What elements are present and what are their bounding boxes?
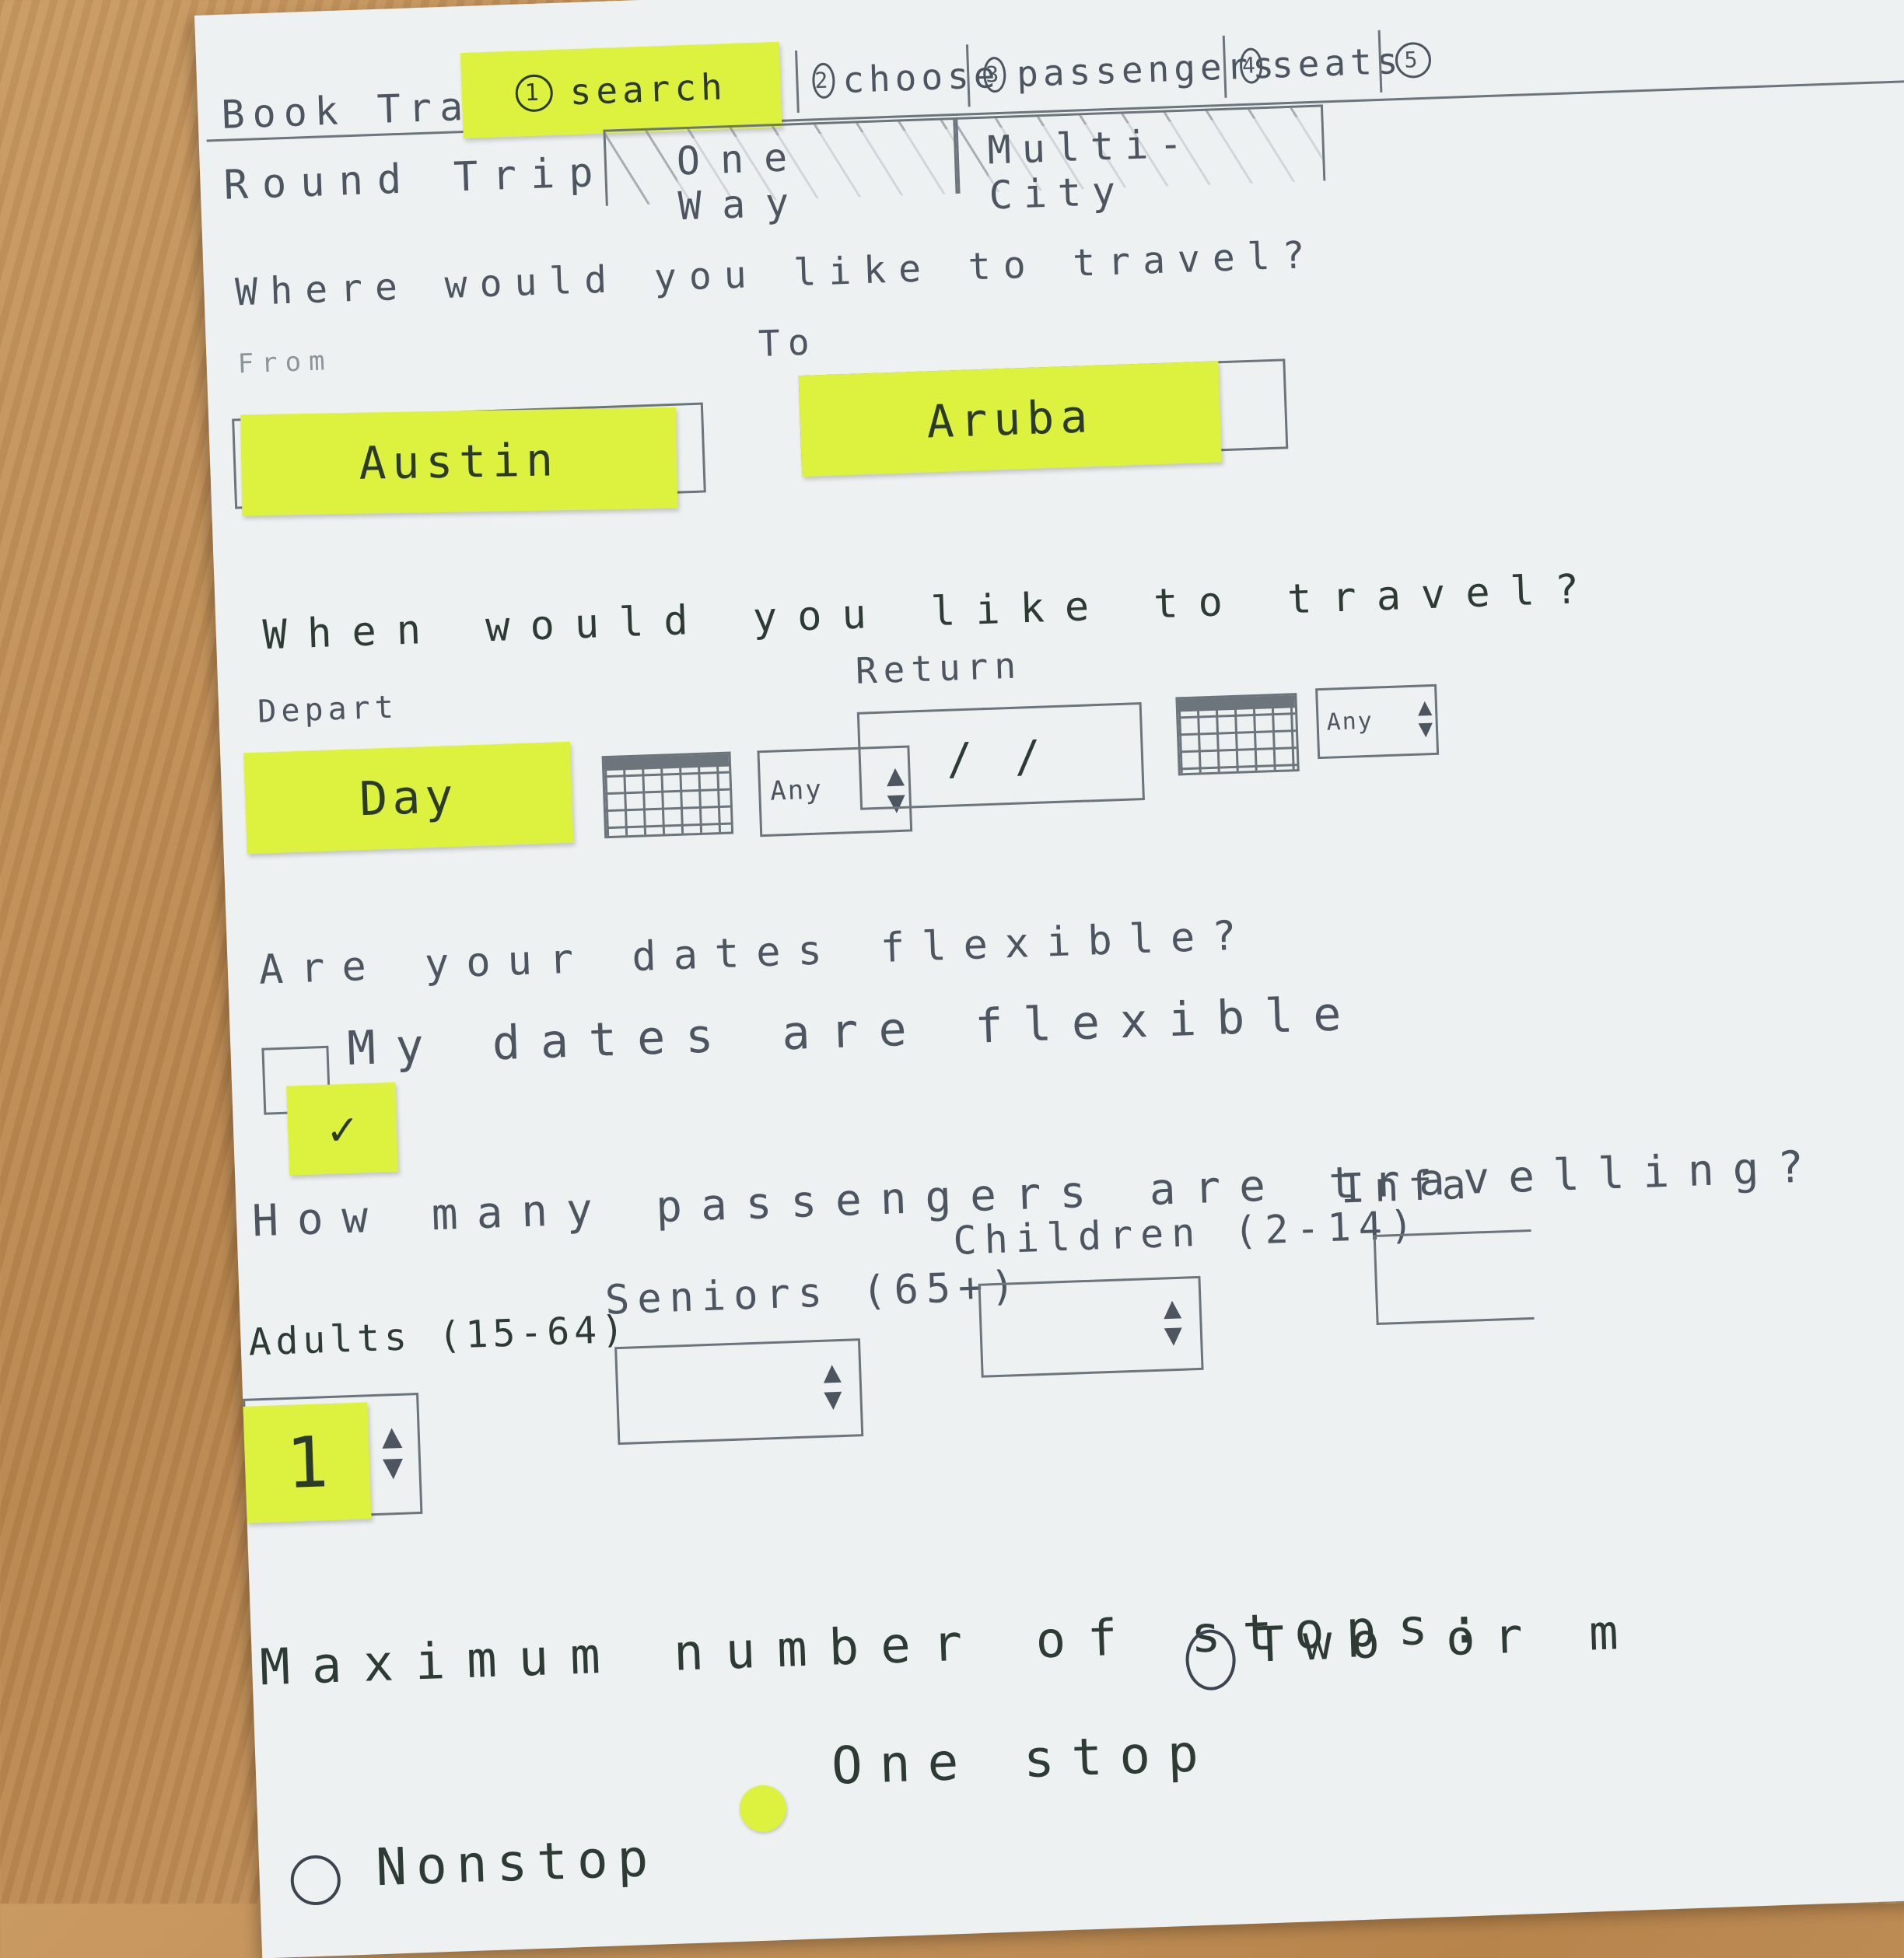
stops-radio-one-stop[interactable] [738, 1784, 787, 1833]
stepper-arrows-icon[interactable]: ▲▼ [376, 1420, 410, 1484]
to-label: To [758, 320, 818, 365]
depart-calendar-icon[interactable] [601, 751, 734, 839]
tab-label: One Way [675, 128, 959, 229]
depart-date-input[interactable]: Day [243, 741, 574, 855]
step-tab-5[interactable]: 5 [1377, 26, 1490, 93]
stepper-arrows-icon[interactable]: ▲▼ [1158, 1294, 1188, 1350]
check-glyph: ✓ [327, 1101, 358, 1157]
when-question: When would you like to travel? [261, 565, 1601, 659]
step-number-badge: 2 [811, 62, 836, 100]
stops-label-nonstop[interactable]: Nonstop [374, 1827, 659, 1898]
step-number-badge: 1 [514, 73, 554, 113]
adults-value: 1 [243, 1402, 372, 1523]
to-input-value: Aruba [798, 361, 1222, 477]
step-number-badge: 3 [982, 56, 1006, 93]
return-date-input[interactable]: / / [856, 702, 1145, 810]
to-value-text: Aruba [926, 389, 1095, 449]
adults-value-text: 1 [285, 1421, 330, 1505]
stops-radio-nonstop[interactable] [289, 1854, 341, 1907]
return-time-select[interactable]: Any ▲▼ [1315, 684, 1440, 760]
depart-value-text: Day [358, 768, 459, 827]
step-tab-seats[interactable]: 4 seats [1222, 30, 1403, 98]
flexible-question: Are your dates flexible? [257, 912, 1255, 994]
step-tab-search[interactable]: 1 search [460, 41, 782, 139]
where-question: Where would you like to travel? [234, 233, 1318, 315]
step-number-badge: 4 [1239, 47, 1263, 85]
seniors-label: Seniors (65+) [604, 1262, 1024, 1324]
adults-label: Adults (15-64) [247, 1307, 629, 1365]
infants-stepper[interactable] [1373, 1229, 1535, 1325]
tab-label: Multi-City [986, 116, 1325, 219]
check-mark-icon: ✓ [286, 1082, 399, 1176]
flexible-checkbox-label[interactable]: My dates are flexible [346, 986, 1363, 1076]
stepper-arrows-icon[interactable]: ▲▼ [1413, 695, 1437, 740]
depart-time-value: Any [769, 774, 824, 807]
infants-label: Infa [1339, 1161, 1476, 1213]
return-label: Return [854, 644, 1023, 692]
step-tab-choose[interactable]: 2 choose [795, 44, 1000, 114]
paper-wireframe: Book Travel 1 search 2 choose 3 passenge… [194, 0, 1904, 1958]
depart-label: Depart [257, 689, 399, 730]
stops-label-one-stop[interactable]: One stop [830, 1722, 1217, 1796]
return-time-value: Any [1326, 707, 1374, 736]
from-value-text: Austin [358, 433, 560, 490]
return-calendar-icon[interactable] [1175, 693, 1300, 776]
children-stepper[interactable]: ▲▼ [978, 1275, 1204, 1378]
seniors-stepper[interactable]: ▲▼ [614, 1338, 864, 1446]
from-label: From [236, 345, 334, 380]
step-number-badge: 5 [1395, 41, 1432, 79]
tab-multi-city[interactable]: Multi-City [953, 104, 1326, 219]
from-input-value: Austin [240, 407, 678, 516]
return-value-text: / / [945, 731, 1050, 785]
stepper-arrows-icon[interactable]: ▲▼ [817, 1358, 848, 1414]
step-tab-passengers[interactable]: 3 passengers [965, 35, 1279, 107]
tab-one-way[interactable]: One Way [603, 117, 961, 229]
tab-round-trip[interactable]: Round Trip [222, 149, 608, 209]
step-label: search [569, 65, 728, 114]
